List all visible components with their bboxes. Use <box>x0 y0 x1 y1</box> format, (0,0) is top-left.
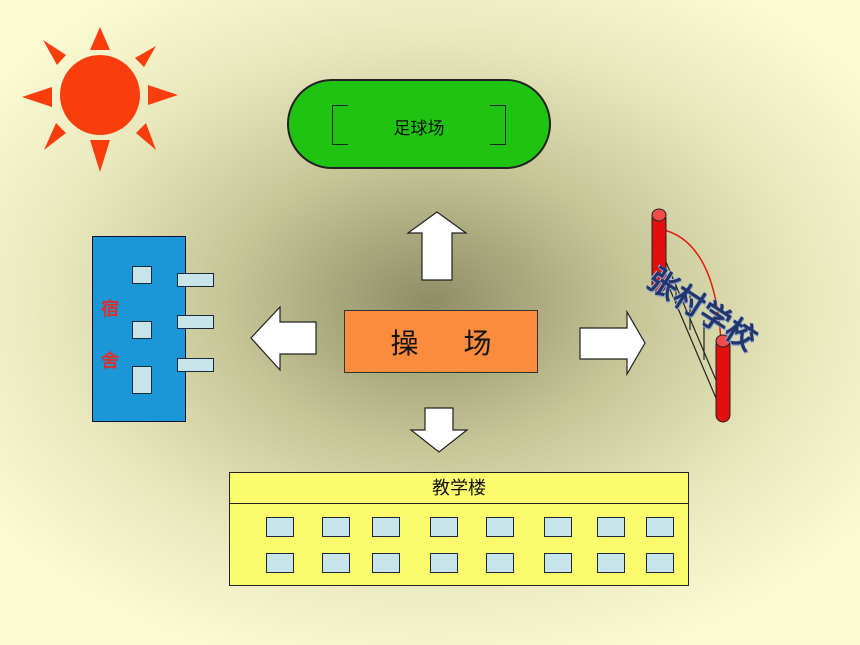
field-bracket-left <box>332 105 348 145</box>
school-gate <box>651 208 731 423</box>
building-window <box>486 517 514 537</box>
arrow-down-icon <box>409 407 469 453</box>
building-window <box>544 553 572 573</box>
building-window <box>372 517 400 537</box>
building-window <box>266 553 294 573</box>
building-window <box>430 553 458 573</box>
dorm-window <box>132 321 152 339</box>
building-window <box>430 517 458 537</box>
building-window <box>597 517 625 537</box>
dorm-window <box>132 366 152 394</box>
building-window <box>544 517 572 537</box>
building-window <box>266 517 294 537</box>
teaching-building-label: 教学楼 <box>230 473 688 504</box>
arrow-right-icon <box>579 309 646 377</box>
dorm-label-char-2: 舍 <box>101 351 119 372</box>
dormitory: 宿 舍 <box>92 236 186 422</box>
field-bracket-right <box>490 105 506 145</box>
football-field: 足球场 <box>287 79 551 169</box>
arrow-left-icon <box>250 305 317 372</box>
dorm-balcony <box>177 358 214 372</box>
building-window <box>597 553 625 573</box>
building-window <box>322 553 350 573</box>
sun-icon <box>22 27 178 172</box>
building-window <box>646 517 674 537</box>
dorm-balcony <box>177 273 214 287</box>
building-window <box>486 553 514 573</box>
building-window <box>322 517 350 537</box>
dorm-window <box>132 266 152 284</box>
dorm-label-char-1: 宿 <box>101 299 119 320</box>
building-window <box>646 553 674 573</box>
playground-box: 操 场 <box>344 310 538 373</box>
building-window <box>372 553 400 573</box>
dorm-balcony <box>177 315 214 329</box>
arrow-up-icon <box>406 211 468 281</box>
field-label: 足球场 <box>393 119 445 139</box>
teaching-building: 教学楼 <box>229 472 689 586</box>
